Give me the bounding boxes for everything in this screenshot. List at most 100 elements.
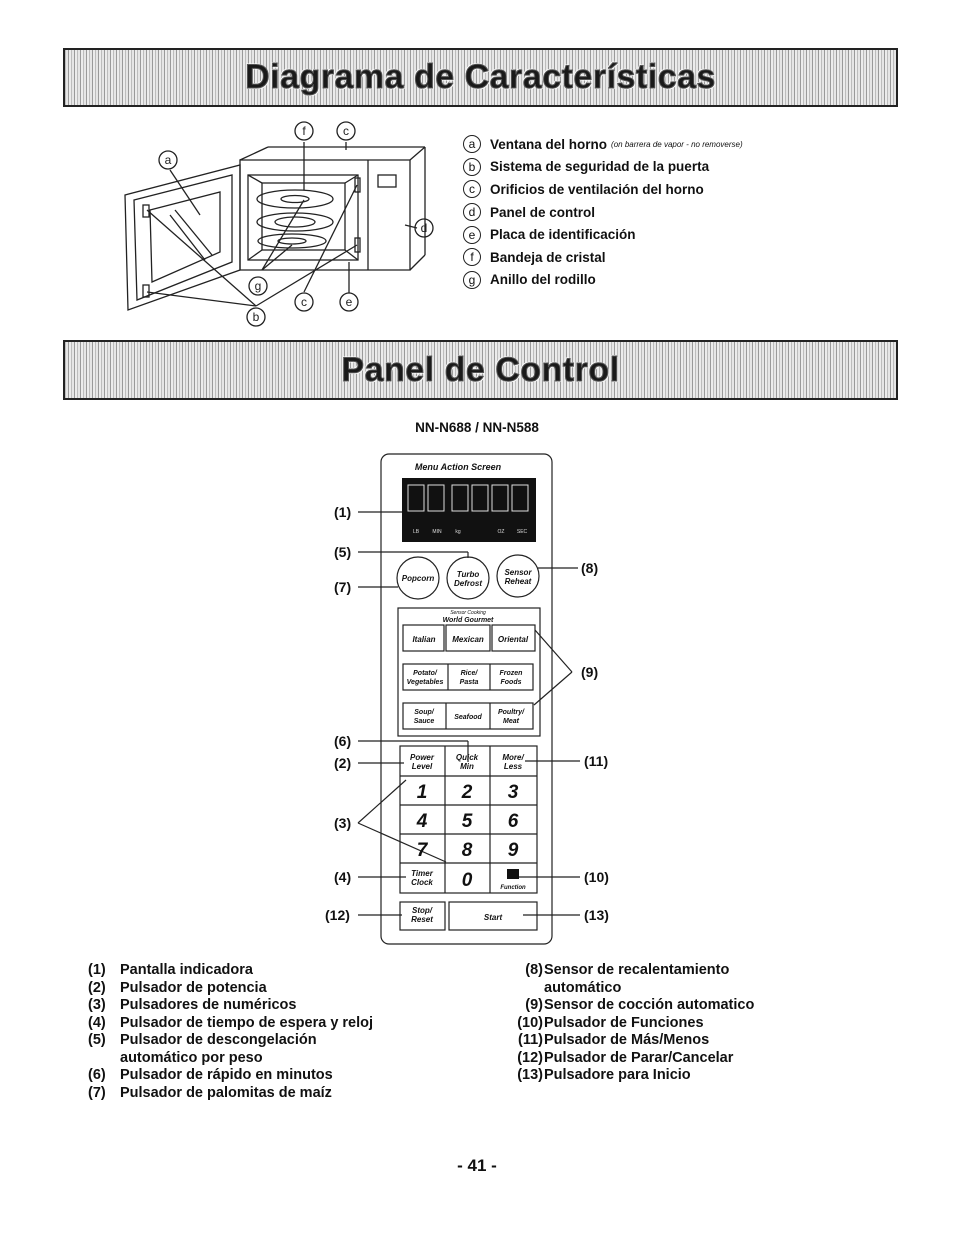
part-2-text: Pulsador de potencia <box>120 979 267 996</box>
part-5-num: (5) <box>88 1032 106 1048</box>
part-1: (1)Pantalla indicadora <box>88 962 428 980</box>
clock-label: Clock <box>411 878 433 887</box>
key-5: 5 <box>462 811 473 832</box>
world-gourmet-label: World Gourmet <box>443 617 494 624</box>
oven-cabinet <box>239 159 411 271</box>
more-label: More/ <box>502 753 524 762</box>
feature-a-letter: a <box>463 135 481 154</box>
part-4: (4)Pulsador de tiempo de espera y reloj <box>88 1015 428 1033</box>
callout-9: (9) <box>581 664 598 680</box>
part-12: (12)Pulsador de Parar/Cancelar <box>502 1050 802 1068</box>
feature-g-label: Anillo del rodillo <box>490 272 596 288</box>
sensor-label: Sensor <box>504 568 532 577</box>
feature-a: a Ventana del horno (on barrera de vapor… <box>463 133 743 156</box>
part-8-text: Sensor de recalentamiento automático <box>544 962 730 996</box>
less-label: Less <box>504 762 523 771</box>
quick-label: Quick <box>456 753 479 762</box>
oriental-button <box>491 624 536 652</box>
glass-tray <box>256 212 334 232</box>
features-title: Diagrama de Características <box>245 58 716 97</box>
part-7-text: Pulsador de palomitas de maíz <box>120 1084 332 1101</box>
callout-13: (13) <box>584 907 609 923</box>
callout-11: (11) <box>584 753 608 769</box>
function-icon <box>507 869 519 879</box>
key-8: 8 <box>462 840 473 861</box>
feature-g-letter: g <box>463 270 481 289</box>
turbo-label: Turbo <box>457 570 480 579</box>
callout-5: (5) <box>334 544 351 560</box>
part-5-text: Pulsador de descongelación automático po… <box>120 1032 317 1066</box>
key-1: 1 <box>417 782 428 803</box>
feature-f-letter: f <box>463 248 481 267</box>
stop-label: Stop/ <box>412 906 433 915</box>
callout-4: (4) <box>334 869 351 885</box>
feature-d: d Panel de control <box>463 201 743 224</box>
oven-window <box>149 191 221 283</box>
mexican-button <box>445 624 491 652</box>
callout-f: f <box>302 124 306 138</box>
unit-oz: OZ <box>498 529 505 535</box>
defrost-label: Defrost <box>454 579 482 588</box>
feature-c-label: Orificios de ventilación del horno <box>490 181 704 197</box>
callout-e: e <box>346 295 353 309</box>
part-10-num: (10) <box>517 1014 543 1031</box>
callout-a: a <box>165 153 172 167</box>
stop-reset-button <box>399 901 446 931</box>
part-7: (7)Pulsador de palomitas de maíz <box>88 1085 428 1103</box>
level-label: Level <box>412 762 433 771</box>
power-label: Power <box>410 753 435 762</box>
callout-12: (12) <box>325 907 350 923</box>
feature-g: g Anillo del rodillo <box>463 269 743 292</box>
part-3-num: (3) <box>88 997 106 1013</box>
min-label: Min <box>460 762 474 771</box>
rice-label: Rice/ <box>461 670 479 677</box>
glass-tray-upper <box>256 189 334 209</box>
soup-label: Soup/ <box>414 709 434 716</box>
key-2: 2 <box>461 782 473 803</box>
callout-3: (3) <box>334 815 351 831</box>
part-8-num: (8) <box>525 962 543 978</box>
part-5: (5) Pulsador de descongelación automático… <box>88 1032 428 1067</box>
key-3: 3 <box>508 782 519 803</box>
menu-action-screen-label: Menu Action Screen <box>415 462 502 472</box>
part-11: (11)Pulsador de Más/Menos <box>502 1032 802 1050</box>
feature-e: e Placa de identificación <box>463 223 743 246</box>
feature-legend: a Ventana del horno (on barrera de vapor… <box>463 133 743 291</box>
part-11-text: Pulsador de Más/Menos <box>544 1032 710 1048</box>
feature-f-label: Bandeja de cristal <box>490 249 606 265</box>
features-banner: Diagrama de Características <box>63 48 898 107</box>
part-1-text: Pantalla indicadora <box>120 962 253 978</box>
control-panel-window <box>377 174 397 188</box>
unit-min: MIN <box>432 529 442 535</box>
control-panel-diagram: Menu Action Screen LB MIN kg OZ SEC Popc… <box>325 453 609 945</box>
part-13-num: (13) <box>517 1067 543 1083</box>
model-number: NN-N688 / NN-N588 <box>415 420 539 435</box>
seafood-label: Seafood <box>454 714 482 721</box>
key-9: 9 <box>508 840 519 861</box>
part-6: (6)Pulsador de rápido en minutos <box>88 1067 428 1085</box>
part-9-num: (9) <box>525 997 543 1013</box>
pasta-label: Pasta <box>460 679 479 686</box>
part-12-num: (12) <box>517 1049 543 1066</box>
mexican-label: Mexican <box>452 635 484 644</box>
control-panel-banner: Panel de Control <box>63 340 898 400</box>
microwave-diagram: a f c d g c e b <box>124 121 434 327</box>
control-panel-title: Panel de Control <box>341 350 620 389</box>
reset-label: Reset <box>411 915 433 924</box>
italian-button <box>402 624 445 652</box>
part-13: (13)Pulsadore para Inicio <box>502 1067 802 1085</box>
callout-6: (6) <box>334 733 351 749</box>
feature-d-label: Panel de control <box>490 204 596 220</box>
start-label: Start <box>484 913 503 922</box>
vegetables-label: Vegetables <box>407 679 444 686</box>
part-2-num: (2) <box>88 979 106 996</box>
frozen-label: Frozen <box>500 670 523 677</box>
callout-d: d <box>421 221 428 235</box>
part-3: (3)Pulsadores de numéricos <box>88 997 428 1015</box>
feature-e-label: Placa de identificación <box>490 227 636 243</box>
part-10: (10)Pulsador de Funciones <box>502 1015 802 1033</box>
part-8: (8)Sensor de recalentamiento automático <box>502 962 802 997</box>
feature-f: f Bandeja de cristal <box>463 246 743 269</box>
sensor-cooking-label: Sensor Cooking <box>450 610 486 616</box>
feature-a-label: Ventana del horno <box>490 136 608 152</box>
